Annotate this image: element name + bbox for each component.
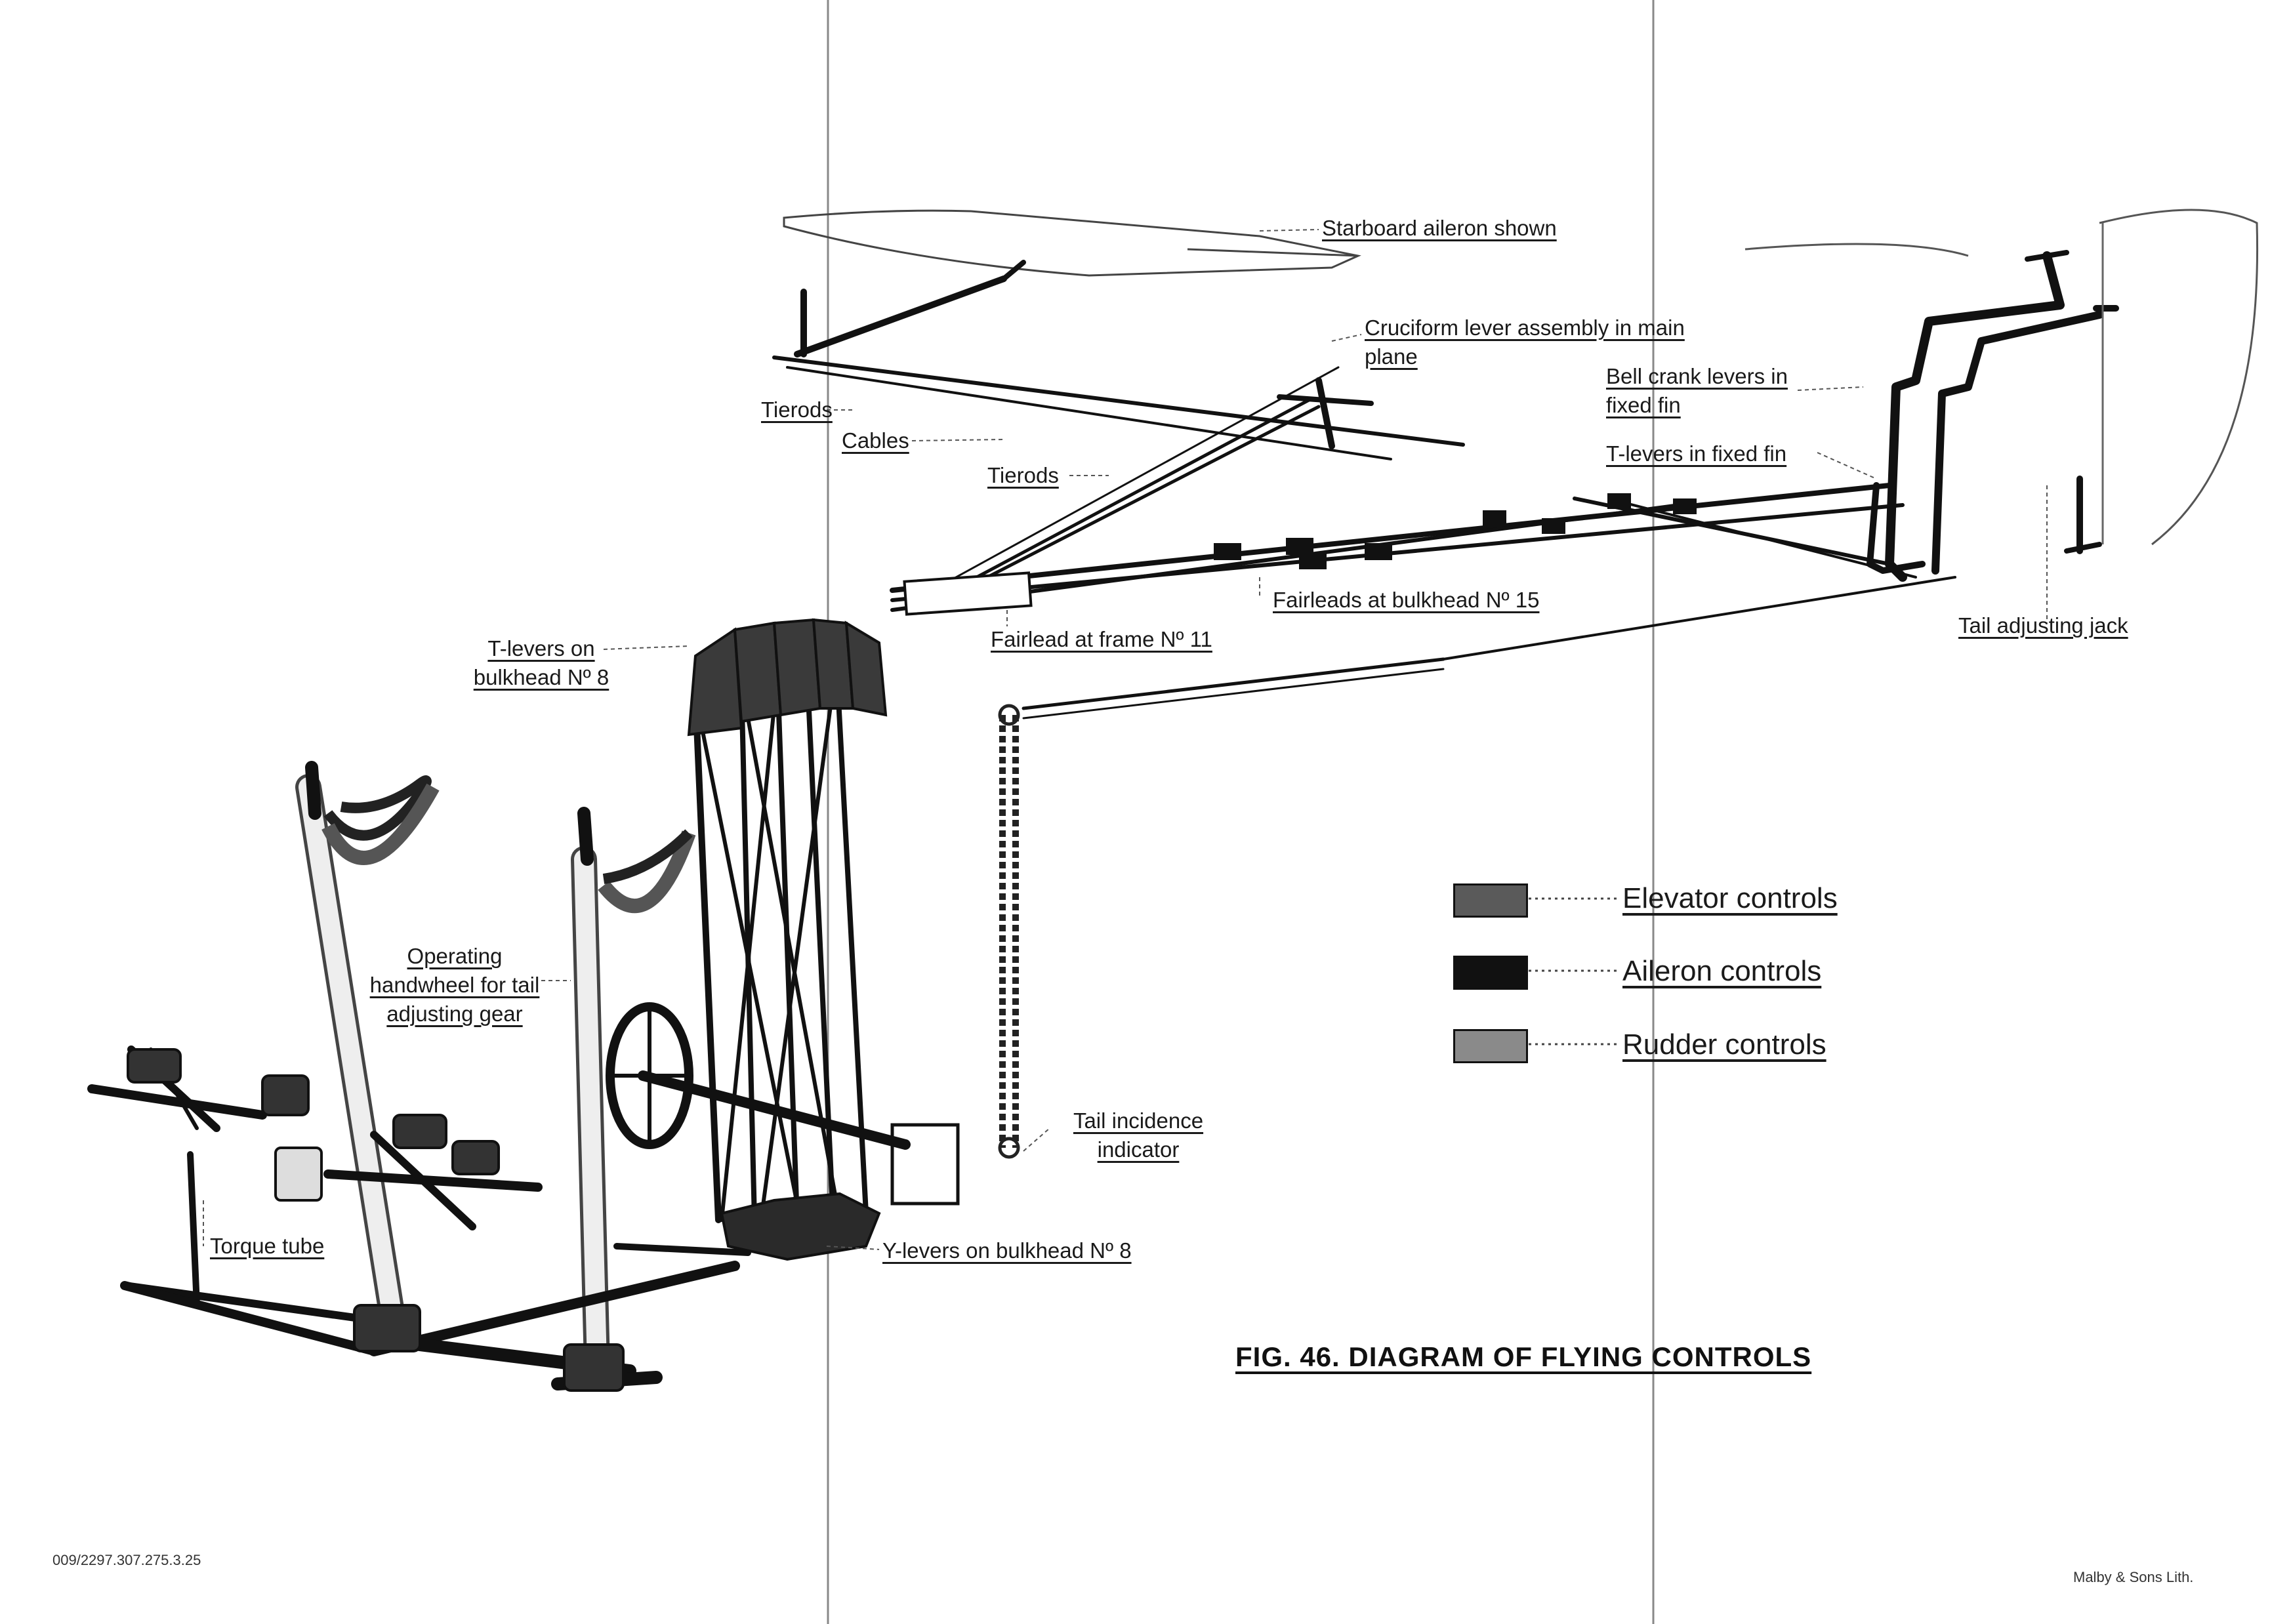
control-spectacles [321, 775, 696, 913]
label-fairleads-bulkhead-15: Fairleads at bulkhead Nº 15 [1273, 588, 1540, 612]
fairlead-blocks [1214, 493, 1697, 569]
fairlead-plate-frame-11 [903, 571, 1033, 616]
legend-label-aileron: Aileron controls [1622, 955, 1822, 987]
printer-credit: Malby & Sons Lith. [2073, 1569, 2194, 1585]
control-columns [295, 761, 610, 1377]
t-levers-bulkhead-8 [687, 618, 888, 737]
scan-fold-lines [827, 0, 1655, 1624]
label-tail-adjusting-jack: Tail adjusting jack [1958, 613, 2128, 638]
label-t-levers-bulkhead-8: T-levers on bulkhead Nº 8 [473, 636, 609, 689]
label-operating-handwheel: Operating handwheel for tail adjusting g… [369, 944, 540, 1026]
label-torque-tube: Torque tube [210, 1234, 325, 1258]
print-code: 009/2297.307.275.3.25 [52, 1552, 201, 1568]
y-levers-bulkhead-8 [720, 1192, 881, 1261]
aileron-linkage [772, 260, 1465, 588]
label-bell-crank-levers: Bell crank levers in fixed fin [1606, 364, 1788, 417]
label-tail-incidence-indicator: Tail incidence indicator [1073, 1108, 1204, 1162]
wing-outline [783, 209, 1361, 277]
legend-leaders [1529, 897, 1620, 1045]
label-cruciform-lever: Cruciform lever assembly in main plane [1365, 315, 1685, 369]
tail-incidence-indicator-box [890, 1123, 960, 1206]
legend-swatch-rudder [1453, 1029, 1528, 1063]
legend-swatch-aileron [1453, 956, 1528, 990]
tail-adjusting-handwheel [606, 1002, 693, 1149]
label-starboard-aileron: Starboard aileron shown [1322, 216, 1557, 240]
leader-lines [203, 229, 2048, 1250]
label-cables: Cables [842, 428, 909, 453]
label-t-levers-fixed-fin: T-levers in fixed fin [1606, 441, 1787, 466]
label-fairlead-frame-11: Fairlead at frame Nº 11 [991, 627, 1212, 651]
pedal-stirrups [127, 1048, 625, 1392]
tail-fin-outline [1744, 209, 2259, 546]
bulkhead-8-cables [692, 660, 869, 1223]
label-tierods-1: Tierods [761, 397, 833, 422]
tail-fin-linkage [1867, 250, 2119, 582]
legend-label-elevator: Elevator controls [1622, 882, 1838, 914]
legend-label-rudder: Rudder controls [1622, 1028, 1827, 1061]
figure-title: FIG. 46. DIAGRAM OF FLYING CONTROLS [1235, 1341, 1812, 1372]
label-tierods-2: Tierods [987, 463, 1059, 487]
legend-swatch-elevator [1453, 883, 1528, 918]
tail-incidence-chain [998, 704, 1020, 1159]
label-y-levers-bulkhead-8: Y-levers on bulkhead Nº 8 [882, 1238, 1132, 1263]
